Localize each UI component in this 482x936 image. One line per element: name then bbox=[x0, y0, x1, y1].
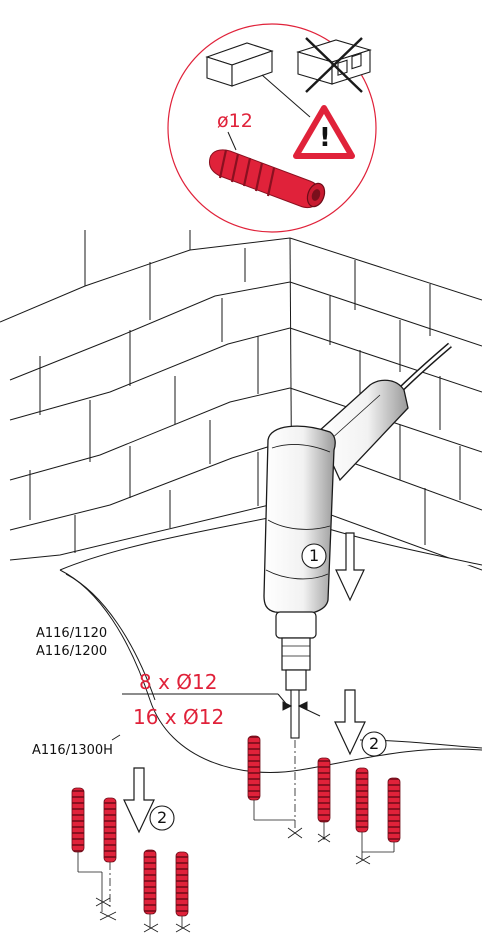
plug-diameter-label: ø12 bbox=[217, 110, 253, 132]
brick-wall bbox=[0, 230, 482, 571]
drill-spec-8x12: 8 x Ø12 bbox=[139, 670, 218, 694]
step-1-number: 1 bbox=[309, 546, 320, 565]
model-label-a116-1200: A116/1200 bbox=[36, 644, 108, 659]
leader-lines bbox=[111, 734, 121, 741]
warning-inset bbox=[167, 23, 377, 233]
plug-group-left bbox=[71, 767, 191, 933]
step-2-number-left: 2 bbox=[157, 808, 168, 827]
wall-plug-icon bbox=[209, 131, 326, 209]
model-label-a116-1300h: A116/1300H bbox=[32, 743, 113, 758]
hollow-brick-crossed-icon bbox=[296, 37, 372, 93]
step-2-number-right: 2 bbox=[369, 734, 380, 753]
plug-group-right bbox=[247, 689, 401, 865]
bit-width-indicator bbox=[122, 693, 321, 717]
warning-exclamation: ! bbox=[319, 123, 331, 153]
drill bbox=[263, 342, 452, 830]
model-label-a116-1120: A116/1120 bbox=[36, 626, 108, 641]
step-1-marker bbox=[301, 532, 365, 602]
warning-triangle-icon bbox=[293, 105, 355, 159]
solid-brick-icon bbox=[205, 42, 274, 87]
drill-spec-16x12: 16 x Ø12 bbox=[133, 705, 225, 729]
